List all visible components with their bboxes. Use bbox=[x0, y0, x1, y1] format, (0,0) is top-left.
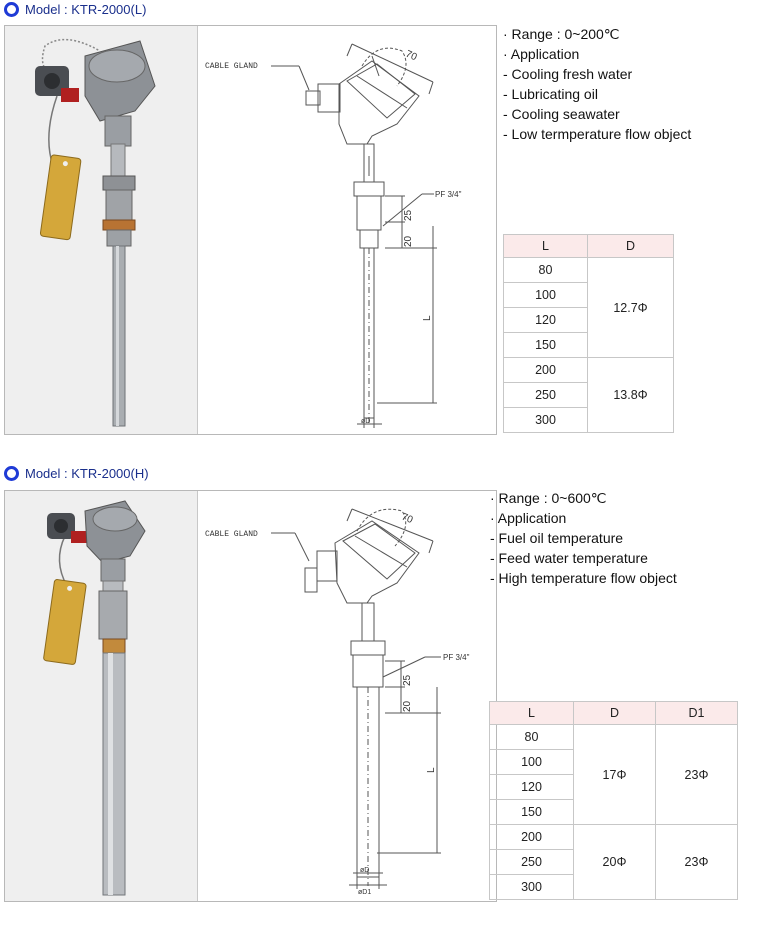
product-panel-1: CABLE GLAND 70 PF 3/4" 25 20 L øD bbox=[4, 25, 497, 435]
spec-item: - High temperature flow object bbox=[490, 570, 677, 586]
spec-item: - Cooling seawater bbox=[503, 106, 620, 122]
dim-l-label: L bbox=[426, 767, 437, 773]
table-cell-l: 150 bbox=[503, 332, 588, 358]
table-cell-l: 300 bbox=[489, 874, 574, 900]
dim-d-label: øD bbox=[360, 867, 369, 874]
circle-bullet-icon bbox=[4, 1, 19, 17]
model-heading-2: Model : KTR-2000(H) bbox=[4, 464, 149, 482]
dim-a-label: 25 bbox=[402, 674, 413, 686]
table-cell-l: 250 bbox=[489, 849, 574, 875]
model-value: KTR-2000(L) bbox=[71, 1, 147, 17]
column-header-d1: D1 bbox=[655, 701, 738, 725]
table-cell-d1: 23Φ bbox=[655, 724, 738, 825]
product-photo-1 bbox=[5, 26, 198, 434]
dim-b-label: 20 bbox=[403, 235, 414, 247]
spec-list-1: · Range : 0~200℃ · Application - Cooling… bbox=[503, 24, 691, 144]
dimension-table-1: L D 80 12.7Φ 100 120 150 200 13.8Φ 250 3… bbox=[503, 234, 674, 433]
table-cell-d1: 23Φ bbox=[655, 824, 738, 900]
table-cell-l: 200 bbox=[489, 824, 574, 850]
column-header-d: D bbox=[573, 701, 656, 725]
dim-a-label: 25 bbox=[403, 209, 414, 221]
table-cell-d: 20Φ bbox=[573, 824, 656, 900]
spec-list-2: · Range : 0~600℃ · Application - Fuel oi… bbox=[490, 488, 677, 588]
model-label: Model bbox=[25, 1, 61, 17]
spec-item: - Lubricating oil bbox=[503, 86, 598, 102]
thread-label: PF 3/4" bbox=[435, 190, 462, 199]
technical-drawing-1: CABLE GLAND 70 PF 3/4" 25 20 L øD bbox=[197, 26, 496, 434]
column-header-d: D bbox=[587, 234, 674, 258]
spec-item: - Cooling fresh water bbox=[503, 66, 633, 82]
dim-b-label: 20 bbox=[402, 700, 413, 712]
table-cell-l: 80 bbox=[503, 257, 588, 283]
spec-item: · Application bbox=[490, 510, 567, 526]
technical-drawing-2: CABLE GLAND 70 PF 3/4" 25 20 L øD øD1 bbox=[197, 491, 496, 901]
table-cell-d: 17Φ bbox=[573, 724, 656, 825]
dim-l-label: L bbox=[422, 315, 433, 321]
dim-head-label: 70 bbox=[400, 512, 415, 527]
spec-item: - Fuel oil temperature bbox=[490, 530, 624, 546]
table-cell-l: 80 bbox=[489, 724, 574, 750]
dimension-table-2: L D D1 80 17Φ 23Φ 100 120 150 200 20Φ 23… bbox=[489, 701, 738, 900]
table-cell-l: 250 bbox=[503, 382, 588, 408]
table-cell-l: 120 bbox=[503, 307, 588, 333]
table-cell-l: 300 bbox=[503, 407, 588, 433]
table-cell-l: 200 bbox=[503, 357, 588, 383]
column-header-l: L bbox=[503, 234, 588, 258]
spec-item: - Low termperature flow object bbox=[503, 126, 692, 142]
product-photo-2 bbox=[5, 491, 198, 901]
model-value: KTR-2000(H) bbox=[71, 465, 149, 481]
table-cell-l: 100 bbox=[489, 749, 574, 775]
circle-bullet-icon bbox=[4, 465, 19, 481]
cable-gland-label: CABLE GLAND bbox=[205, 530, 258, 539]
dim-head-label: 70 bbox=[404, 49, 419, 64]
spec-item: · Range : 0~600℃ bbox=[490, 490, 607, 506]
dim-d-label: øD bbox=[361, 418, 370, 425]
dim-d1-label: øD1 bbox=[358, 889, 371, 896]
spec-item: · Range : 0~200℃ bbox=[503, 26, 620, 42]
product-panel-2: CABLE GLAND 70 PF 3/4" 25 20 L øD øD1 bbox=[4, 490, 497, 902]
cable-gland-label: CABLE GLAND bbox=[205, 62, 258, 71]
table-cell-l: 120 bbox=[489, 774, 574, 800]
model-label: Model bbox=[25, 465, 61, 481]
spec-item: · Application bbox=[503, 46, 580, 62]
spec-item: - Feed water temperature bbox=[490, 550, 648, 566]
thread-label: PF 3/4" bbox=[443, 653, 470, 662]
column-header-l: L bbox=[489, 701, 574, 725]
table-cell-l: 100 bbox=[503, 282, 588, 308]
table-cell-d: 12.7Φ bbox=[587, 257, 674, 358]
model-heading-1: Model : KTR-2000(L) bbox=[4, 0, 146, 18]
table-cell-d: 13.8Φ bbox=[587, 357, 674, 433]
table-cell-l: 150 bbox=[489, 799, 574, 825]
